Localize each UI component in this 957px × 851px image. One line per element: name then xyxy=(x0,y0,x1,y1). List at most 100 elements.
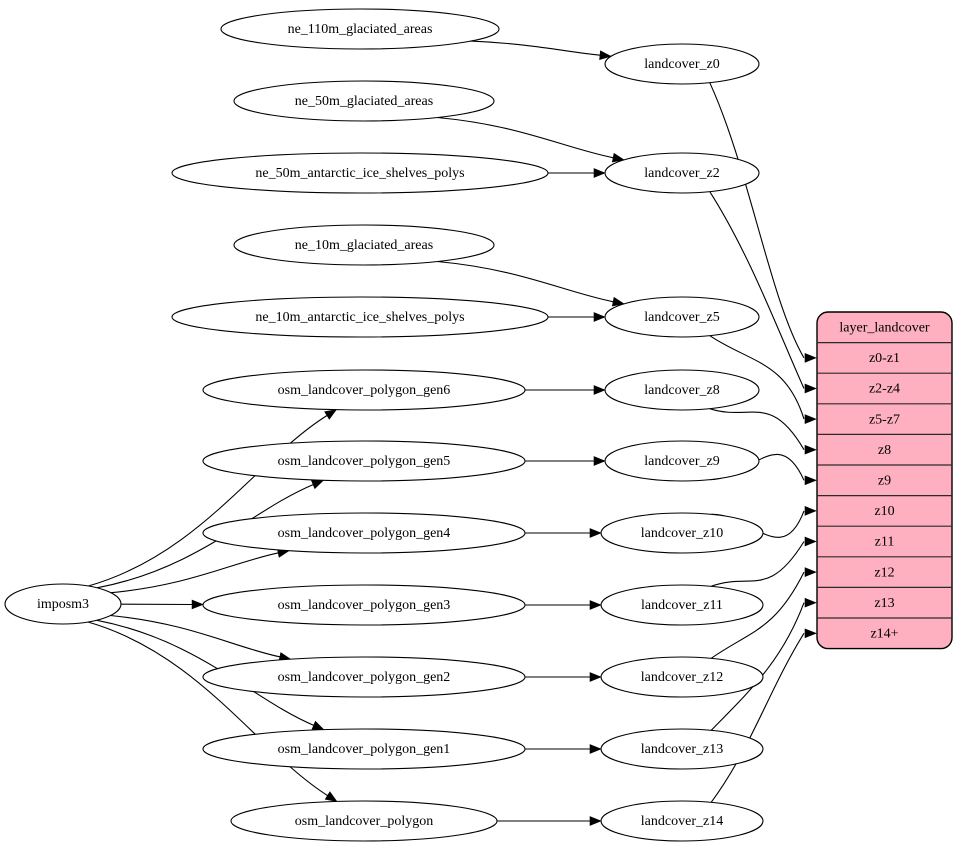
layer-landcover-table[interactable]: layer_landcover z0-z1 z2-z4 z5-z7 z8 z9 z10 z11… xyxy=(816,311,953,650)
edge-ne_10m_antarctic_ice_shelves_polys-to-landcover_z5 xyxy=(548,312,606,322)
edge-imposm3-to-osm_landcover_polygon_gen3 xyxy=(120,599,204,610)
layer-table-row[interactable]: z9 xyxy=(817,474,952,497)
graph-node-ne-10m-antarctic-ice-shelves-polys[interactable]: ne_10m_antarctic_ice_shelves_polys xyxy=(171,296,549,338)
edge-line xyxy=(710,633,805,803)
graph-node-osm-landcover-polygon-gen6[interactable]: osm_landcover_polygon_gen6 xyxy=(202,369,526,411)
node-ellipse xyxy=(604,43,760,85)
graph-node-ne-50m-antarctic-ice-shelves-polys[interactable]: ne_50m_antarctic_ice_shelves_polys xyxy=(171,152,549,194)
edge-osm_landcover_polygon-to-landcover_z14 xyxy=(497,816,602,826)
layer-table-row-label: z13 xyxy=(874,596,894,611)
graph-node-landcover-z9[interactable]: landcover_z9 xyxy=(604,440,760,482)
graph-node-landcover-z14[interactable]: landcover_z14 xyxy=(600,800,764,842)
node-ellipse xyxy=(600,656,764,698)
graph-node-landcover-z8[interactable]: landcover_z8 xyxy=(604,369,760,411)
node-label: landcover_z9 xyxy=(644,454,719,469)
layer-table-row[interactable]: z13 xyxy=(817,596,952,619)
edge-arrowhead xyxy=(324,791,338,802)
node-ellipse xyxy=(202,512,526,554)
layer-table-header-label: layer_landcover xyxy=(839,321,930,336)
node-ellipse xyxy=(600,512,764,554)
graph-node-ne-10m-glaciated-areas[interactable]: ne_10m_glaciated_areas xyxy=(233,224,495,266)
graph-node-landcover-z13[interactable]: landcover_z13 xyxy=(600,728,764,770)
graph-node-osm-landcover-polygon-gen5[interactable]: osm_landcover_polygon_gen5 xyxy=(202,440,526,482)
graph-node-osm-landcover-polygon-gen2[interactable]: osm_landcover_polygon_gen2 xyxy=(202,656,526,698)
edge-arrowhead xyxy=(611,296,625,307)
edge-arrowhead xyxy=(804,597,817,608)
layer-table-background xyxy=(816,311,953,650)
edge-arrowhead xyxy=(804,475,817,486)
node-ellipse xyxy=(233,224,495,266)
edge-line xyxy=(709,82,805,359)
edge-ne_50m_glaciated_areas-to-landcover_z2 xyxy=(437,116,625,163)
edge-arrowhead xyxy=(593,168,606,178)
graph-node-landcover-z12[interactable]: landcover_z12 xyxy=(600,656,764,698)
edge-line xyxy=(437,116,615,159)
graph-node-landcover-z10[interactable]: landcover_z10 xyxy=(600,512,764,554)
node-label: landcover_z0 xyxy=(644,57,719,72)
layer-table-row-label: z9 xyxy=(878,474,891,489)
node-label: osm_landcover_polygon_gen3 xyxy=(278,598,451,613)
layer-table-row[interactable]: z12 xyxy=(817,565,952,589)
layer-table-row[interactable]: z5-z7 xyxy=(817,412,952,435)
edge-line xyxy=(437,260,615,303)
layer-table-row[interactable]: z8 xyxy=(817,443,952,466)
node-label: osm_landcover_polygon_gen6 xyxy=(278,383,451,398)
graph-node-ne-110m-glaciated-areas[interactable]: ne_110m_glaciated_areas xyxy=(220,8,500,50)
edge-arrowhead xyxy=(804,536,817,547)
edge-imposm3-to-osm_landcover_polygon xyxy=(87,621,338,802)
graph-node-landcover-z5[interactable]: landcover_z5 xyxy=(604,296,760,338)
graph-node-ne-50m-glaciated-areas[interactable]: ne_50m_glaciated_areas xyxy=(233,80,495,122)
graph-node-landcover-z2[interactable]: landcover_z2 xyxy=(604,152,760,194)
nodes-layer: imposm3 ne_110m_glaciated_areas ne_50m_gla… xyxy=(4,8,764,842)
node-ellipse xyxy=(233,80,495,122)
edge-to-layer-row xyxy=(711,536,817,587)
node-ellipse xyxy=(202,584,526,626)
layer-table-row[interactable]: z14+ xyxy=(870,627,898,642)
node-ellipse xyxy=(600,728,764,770)
graph-node-osm-landcover-polygon-gen3[interactable]: osm_landcover_polygon_gen3 xyxy=(202,584,526,626)
node-label: landcover_z10 xyxy=(641,526,723,541)
edge-osm_landcover_polygon_gen4-to-landcover_z10 xyxy=(525,528,602,538)
layer-table-header: layer_landcover xyxy=(817,321,952,344)
edge-line xyxy=(711,541,805,587)
edge-imposm3-to-osm_landcover_polygon_gen6 xyxy=(88,409,337,587)
node-label: osm_landcover_polygon xyxy=(295,814,433,829)
graph-node-landcover-z11[interactable]: landcover_z11 xyxy=(600,584,764,626)
node-ellipse xyxy=(202,656,526,698)
graph-node-imposm3[interactable]: imposm3 xyxy=(4,583,122,625)
node-ellipse xyxy=(604,152,760,194)
edge-to-layer-row xyxy=(709,408,817,455)
node-ellipse xyxy=(202,369,526,411)
edge-osm_landcover_polygon_gen5-to-landcover_z9 xyxy=(525,456,606,466)
edge-arrowhead xyxy=(611,152,625,163)
graph-node-osm-landcover-polygon[interactable]: osm_landcover_polygon xyxy=(230,800,498,842)
edge-arrowhead xyxy=(311,720,325,730)
node-label: ne_10m_antarctic_ice_shelves_polys xyxy=(255,310,464,325)
layer-table-row-label: z5-z7 xyxy=(869,412,900,427)
edge-arrowhead xyxy=(589,672,602,682)
edge-arrowhead xyxy=(804,414,817,424)
node-label: imposm3 xyxy=(37,597,89,612)
node-ellipse xyxy=(202,440,526,482)
edge-line xyxy=(470,40,602,56)
edge-arrowhead xyxy=(593,385,606,395)
graph-node-landcover-z0[interactable]: landcover_z0 xyxy=(604,43,760,85)
edges-layer xyxy=(87,40,817,826)
node-ellipse xyxy=(202,728,526,770)
edge-imposm3-to-osm_landcover_polygon_gen2 xyxy=(110,614,292,662)
edge-line xyxy=(709,408,805,450)
layer-table-row[interactable]: z2-z4 xyxy=(817,382,952,405)
node-ellipse xyxy=(171,296,549,338)
node-label: osm_landcover_polygon_gen5 xyxy=(278,454,451,469)
node-ellipse xyxy=(604,369,760,411)
edge-line xyxy=(110,552,280,594)
graph-node-osm-landcover-polygon-gen1[interactable]: osm_landcover_polygon_gen1 xyxy=(202,728,526,770)
layer-table-row[interactable]: z11 xyxy=(817,535,952,558)
edge-to-layer-row xyxy=(710,567,817,659)
layer-table-row[interactable]: z0-z1 xyxy=(817,351,952,374)
graph-node-osm-landcover-polygon-gen4[interactable]: osm_landcover_polygon_gen4 xyxy=(202,512,526,554)
layer-table-row-label: z12 xyxy=(874,565,894,580)
layer-table-row[interactable]: z10 xyxy=(817,504,952,527)
edge-line xyxy=(110,614,281,658)
